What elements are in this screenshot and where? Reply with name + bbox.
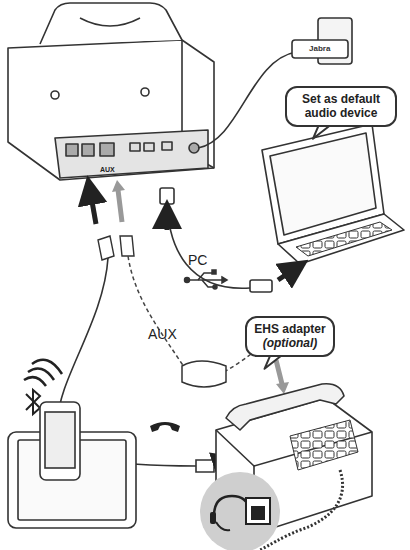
usb-symbol-part <box>222 277 227 283</box>
base-station <box>8 3 214 180</box>
base-station-part <box>51 91 59 99</box>
tablet-and-phone-part <box>40 402 80 480</box>
bluetooth-symbol-part <box>26 390 40 414</box>
tablet-and-phone-part <box>45 412 75 468</box>
plugs-part <box>98 236 114 260</box>
usb-symbol-part <box>213 285 217 289</box>
base-station-part <box>82 144 94 156</box>
phone-cable-part <box>196 460 214 472</box>
laptop-part <box>296 222 392 256</box>
bubble-tail <box>265 355 283 369</box>
base-station-part <box>8 40 214 180</box>
headset-port-badge-part <box>210 512 216 524</box>
headset-port-badge <box>200 472 280 550</box>
power-cable-part <box>292 40 348 58</box>
desk-phone-part <box>290 420 358 470</box>
headset-port-badge-part <box>214 496 250 516</box>
power-cable-part <box>198 52 296 148</box>
brand-label: Jabra <box>309 45 330 53</box>
callout-heading: Set as default audio device <box>293 92 389 121</box>
usb-symbol-part <box>212 270 216 274</box>
ehs-adapter-part <box>182 361 226 387</box>
plugs-part <box>120 236 134 256</box>
aux-cable <box>128 256 266 372</box>
port-arrows-part <box>118 190 122 222</box>
bluetooth-symbol-part <box>24 377 46 386</box>
base-station-part <box>141 88 149 96</box>
callout-bubble: Set as default audio device <box>285 86 397 127</box>
port-arrows-part <box>112 180 125 192</box>
base-station-part <box>144 143 154 151</box>
tablet-and-phone <box>8 402 136 528</box>
base-station-part <box>162 142 172 150</box>
usb-cable-part <box>167 200 250 288</box>
callout-bubble: EHS adapter(optional) <box>245 316 335 357</box>
headset-port-badge-part <box>200 472 280 550</box>
base-station-part <box>189 143 199 153</box>
desk-phone-part <box>226 384 344 430</box>
base-station-part <box>66 144 78 156</box>
usb-cable-part <box>160 188 174 204</box>
cable-label: PC <box>188 253 207 267</box>
bubble-tail <box>313 125 331 139</box>
bluetooth-symbol-part <box>28 368 54 380</box>
usb-cable-part <box>250 280 272 292</box>
callout-heading: EHS adapter <box>253 322 327 336</box>
port-arrows <box>90 180 167 230</box>
cable-label: AUX <box>148 327 177 341</box>
callout-note: (optional) <box>253 336 327 350</box>
handset-symbol-part <box>150 422 180 432</box>
base-station-part <box>55 130 208 178</box>
usb-cable <box>160 188 296 292</box>
usb-symbol-part <box>188 279 222 281</box>
usb-symbol-part <box>185 278 190 283</box>
base-station-part <box>130 143 140 151</box>
laptop <box>262 124 404 264</box>
port-label: AUX <box>100 166 115 173</box>
usb-cable-part <box>278 268 296 280</box>
laptop-part <box>270 133 376 235</box>
laptop-part <box>278 214 404 264</box>
headset-port-badge-part <box>216 522 230 530</box>
port-arrows-part <box>90 190 96 224</box>
bluetooth-symbol-part <box>32 360 62 374</box>
port-arrows-part <box>165 214 170 230</box>
usb-symbol <box>185 270 228 289</box>
ehs-adapter-part <box>276 382 289 394</box>
base-station-part <box>80 18 140 26</box>
headset-port-badge-part <box>246 498 270 524</box>
usb-symbol-part <box>198 273 212 280</box>
aux-cable-part <box>128 256 186 370</box>
base-station-part <box>40 3 182 44</box>
power-cable <box>198 18 352 148</box>
ehs-adapter-part <box>276 360 282 384</box>
handset-symbol <box>150 422 180 432</box>
headset-port-badge-part <box>251 506 265 520</box>
usb-symbol-part <box>202 280 214 287</box>
base-station-part <box>100 143 114 156</box>
